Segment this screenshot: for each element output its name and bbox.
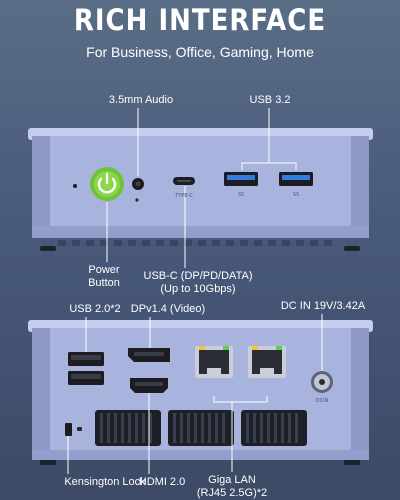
label-power-line2: Button [88, 277, 120, 289]
usb32-port-1 [224, 172, 258, 186]
label-lan-line2: (RJ45 2.5G)*2 [196, 487, 268, 499]
power-button-graphic [90, 167, 124, 201]
usbc-port [173, 177, 195, 185]
label-usbc-line2: (Up to 10Gbps) [160, 283, 236, 295]
audio-jack [132, 178, 144, 202]
label-usb20: USB 2.0*2 [69, 303, 121, 315]
front-chassis [28, 128, 373, 251]
usb32-port-2 [279, 172, 313, 186]
label-dc: DC IN 19V/3.42A [280, 300, 366, 312]
label-usbc-line1: USB-C (DP/PD/DATA) [143, 270, 253, 282]
typec-marking: TYPE-C [174, 193, 193, 199]
rear-vent-3 [241, 410, 307, 446]
usb-ss-marking-2: SS [293, 192, 299, 198]
label-kensington: Kensington Lock [64, 476, 146, 488]
dc-marking: DCIN [316, 398, 329, 404]
hdmi-port [130, 378, 168, 393]
usb-ss-marking-1: SS [238, 192, 244, 198]
usb20-port-1 [68, 352, 104, 366]
dc-jack [311, 371, 333, 393]
led-indicator [73, 184, 77, 188]
lan-port-1 [195, 346, 233, 378]
label-audio: 3.5mm Audio [108, 94, 174, 106]
usb20-port-2 [68, 371, 104, 385]
label-power-line1: Power [88, 264, 120, 276]
rear-vent-2 [168, 410, 234, 446]
label-usb32: USB 3.2 [249, 94, 291, 106]
page-title: RICH INTERFACE [73, 4, 327, 38]
label-lan-line1: Giga LAN [208, 474, 256, 486]
displayport-port [128, 348, 170, 362]
label-hdmi: HDMI 2.0 [138, 476, 186, 488]
kensington-slot [65, 423, 82, 436]
label-dp: DPv1.4 (Video) [130, 303, 206, 315]
rear-vent-1 [95, 410, 161, 446]
lan-port-2 [248, 346, 286, 378]
page-subtitle: For Business, Office, Gaming, Home [86, 44, 314, 60]
